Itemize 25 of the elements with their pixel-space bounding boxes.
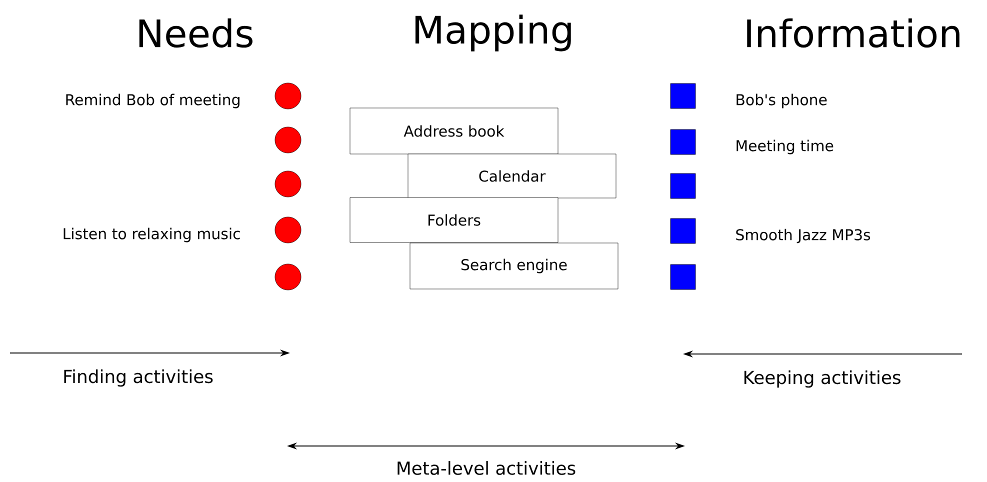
activity-label: Meta-level activities (398, 461, 576, 475)
circle-marker (274, 126, 302, 154)
category-box: Search engine (410, 242, 618, 290)
beside-label: Remind Bob of meeting (66, 94, 240, 108)
circle-marker (274, 170, 302, 198)
square-marker (670, 218, 696, 244)
category-box: Address book (350, 108, 558, 154)
square-marker (670, 83, 696, 109)
square-marker (670, 129, 696, 155)
circle-marker (274, 264, 302, 290)
beside-label: Bob's phone (736, 94, 827, 108)
beside-label: Listen to relaxing music (64, 228, 240, 242)
category-box: Folders (350, 197, 558, 243)
category-box: Calendar (408, 154, 616, 198)
square-marker (670, 173, 696, 199)
beside-label: Meeting time (736, 140, 834, 154)
column-heading: Mapping (416, 14, 571, 52)
activity-label: Finding activities (64, 369, 213, 387)
column-heading: Needs (139, 18, 252, 48)
activity-label: Keeping activities (744, 370, 900, 388)
circle-marker (274, 216, 302, 244)
square-marker (670, 264, 696, 290)
beside-label: Smooth Jazz MP3s (736, 228, 870, 244)
circle-marker (274, 82, 302, 110)
column-heading: Information (747, 18, 960, 48)
